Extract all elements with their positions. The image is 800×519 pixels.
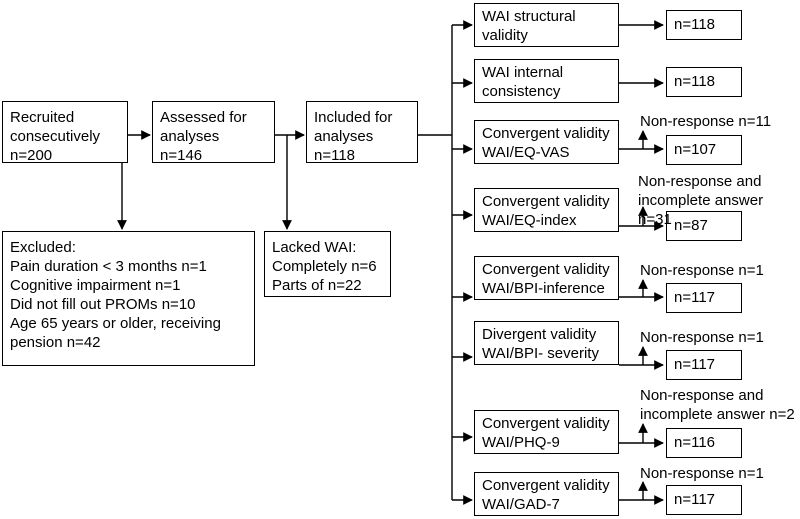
n-box: n=117 — [666, 350, 742, 380]
analysis-box: WAI structural validity — [474, 3, 619, 47]
excluded-reason: Cognitive impairment n=1 — [10, 277, 181, 294]
lacked-wai-line: Completely n=6 — [272, 258, 377, 275]
n-box: n=87 — [666, 211, 742, 241]
analysis-box: Convergent validity WAI/EQ-VAS — [474, 120, 619, 164]
n-box: n=118 — [666, 67, 742, 97]
n-box: n=118 — [666, 10, 742, 40]
assessed-box: Assessed for analyses n=146 — [152, 101, 275, 163]
n-box: n=116 — [666, 428, 742, 458]
analysis-box: WAI internal consistency — [474, 59, 619, 103]
included-box: Included for analyses n=118 — [306, 101, 418, 163]
non-response-note: Non-response n=1 — [640, 329, 764, 346]
excluded-reason: Pain duration < 3 months n=1 — [10, 258, 207, 275]
analysis-box: Divergent validity WAI/BPI- severity — [474, 321, 619, 365]
non-response-note: Non-response n=1 — [640, 465, 764, 482]
excluded-reason: Age 65 years or older, receiving pension… — [10, 315, 221, 351]
excluded-box: Excluded: Pain duration < 3 months n=1 C… — [2, 231, 255, 366]
non-response-note: Non-response n=11 — [640, 113, 772, 130]
n-box: n=117 — [666, 485, 742, 515]
lacked-wai-line: Parts of n=22 — [272, 277, 362, 294]
excluded-title: Excluded: — [10, 239, 76, 256]
recruited-box: Recruited consecutively n=200 — [2, 101, 128, 163]
non-response-note: Non-response n=1 — [640, 262, 764, 279]
non-response-note: Non-response and incomplete answer n=31 — [638, 173, 764, 228]
n-box: n=117 — [666, 283, 742, 313]
lacked-wai-title: Lacked WAI: — [272, 239, 357, 256]
lacked-wai-box: Lacked WAI: Completely n=6 Parts of n=22 — [264, 231, 391, 297]
non-response-note: Non-response and incomplete answer n=2 — [640, 387, 795, 423]
analysis-box: Convergent validity WAI/EQ-index — [474, 188, 619, 232]
analysis-box: Convergent validity WAI/BPI-inference — [474, 256, 619, 300]
analysis-box: Convergent validity WAI/GAD-7 — [474, 472, 619, 516]
n-box: n=107 — [666, 135, 742, 165]
analysis-box: Convergent validity WAI/PHQ-9 — [474, 410, 619, 454]
excluded-reason: Did not fill out PROMs n=10 — [10, 296, 196, 313]
